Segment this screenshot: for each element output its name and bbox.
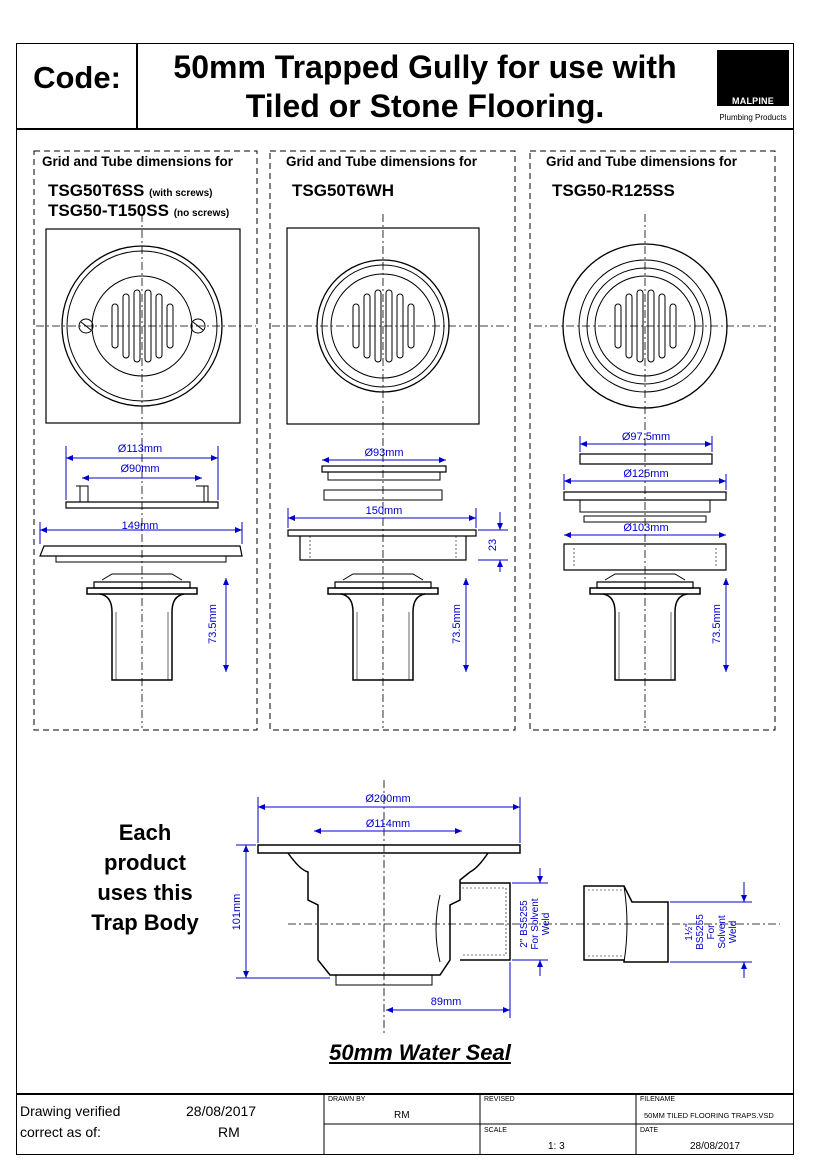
trap-caption: Each product uses this Trap Body <box>60 818 230 938</box>
code-label: Code: <box>33 60 121 95</box>
outlet2-line4: Solvent <box>717 915 728 949</box>
trap-dim-101: 101mm <box>231 894 243 931</box>
p2-dim-73: 73.5mm <box>451 604 463 644</box>
verified-date: 28/08/2017 <box>186 1103 257 1119</box>
outlet1-label: 2" BS5255 For Solvent Weld <box>519 898 552 949</box>
outlet1-line3: Weld <box>541 913 552 936</box>
title-line-2: Tiled or Stone Flooring. <box>245 88 605 124</box>
panel1-code2: TSG50-T150SS (no screws) <box>48 201 229 221</box>
outlet1-line2: For Solvent <box>530 898 541 949</box>
panel-boxes <box>33 150 776 731</box>
drawn-by-label: DRAWN BY <box>328 1096 366 1103</box>
p2-dim-23: 23 <box>487 539 499 551</box>
titleblock-divider <box>16 1093 794 1095</box>
panel2-side-view <box>287 465 477 681</box>
trap-body-drawing <box>257 844 669 986</box>
trap-caption-line4: Trap Body <box>91 910 199 935</box>
outlet2-line2: BS5255 <box>695 914 706 950</box>
code-divider <box>136 43 138 129</box>
outlet2-label: 1½" BS5255 For Solvent Weld <box>684 914 739 950</box>
verified-label-2: correct as of: <box>20 1124 101 1140</box>
panel3-side-view <box>563 453 727 681</box>
malpine-logo <box>717 50 789 106</box>
logo-tagline: Plumbing Products <box>719 113 787 122</box>
panel3-heading: Grid and Tube dimensions for <box>546 154 738 169</box>
outlet2-line3: For <box>706 924 717 940</box>
water-seal-label: 50mm Water Seal <box>329 1040 511 1065</box>
trap-caption-line1: Each <box>118 820 172 845</box>
title-block-grid <box>323 1093 794 1155</box>
outlet1-line1: 2" BS5255 <box>519 900 530 948</box>
panel1-heading: Grid and Tube dimensions for <box>42 154 234 169</box>
p3-dim-125: Ø125mm <box>623 468 668 480</box>
trap-dim-89: 89mm <box>431 996 462 1008</box>
p1-dim-90: Ø90mm <box>120 463 159 475</box>
panel2-code1: TSG50T6WH <box>292 181 395 200</box>
p3-dim-103: Ø103mm <box>623 522 668 534</box>
trap-caption-line3: uses this <box>97 880 193 905</box>
p1-dim-113: Ø113mm <box>118 443 162 455</box>
filename-label: FILENAME <box>640 1096 676 1103</box>
panel1-code1: TSG50T6SS (with screws) <box>48 181 212 201</box>
panel3-code1: TSG50-R125SS <box>552 181 675 200</box>
logo-name: MALPINE <box>732 96 774 106</box>
title-line-1: 50mm Trapped Gully for use with <box>173 49 677 85</box>
p3-dim-73: 73.5mm <box>711 604 723 644</box>
trap-dim-200: Ø200mm <box>365 793 410 805</box>
page-title: 50mm Trapped Gully for use with Tiled or… <box>140 48 710 126</box>
panel1-code2-note: (no screws) <box>173 208 230 219</box>
panel1-code1-note: (with screws) <box>149 188 213 199</box>
p2-dim-150: 150mm <box>366 505 403 517</box>
revised-label: REVISED <box>484 1096 515 1103</box>
verified-label-1: Drawing verified <box>20 1103 121 1119</box>
outlet2-line5: Weld <box>728 921 739 944</box>
panel1-side-view <box>39 485 243 681</box>
p1-dim-149: 149mm <box>122 520 159 532</box>
panel2-heading: Grid and Tube dimensions for <box>286 154 478 169</box>
panel1-code2-text: TSG50-T150SS <box>48 201 169 220</box>
scale-value: 1: 3 <box>548 1141 565 1152</box>
trap-caption-line2: product <box>104 850 186 875</box>
verified-by: RM <box>218 1124 240 1140</box>
drawing-frame <box>16 43 794 1155</box>
date-label: DATE <box>640 1127 659 1134</box>
drawn-by-value: RM <box>394 1110 410 1121</box>
scale-label: SCALE <box>484 1127 507 1134</box>
panel1-code1-text: TSG50T6SS <box>48 181 145 200</box>
outlet2-line1: 1½" <box>684 923 695 941</box>
trap-dim-114: Ø114mm <box>366 818 410 830</box>
p3-dim-97: Ø97.5mm <box>622 431 670 443</box>
p1-dim-73: 73.5mm <box>207 604 219 644</box>
p2-dim-93: Ø93mm <box>364 447 403 459</box>
filename-value: 50MM TILED FLOORING TRAPS.VSD <box>644 1111 774 1120</box>
header-divider <box>16 128 794 130</box>
date-value: 28/08/2017 <box>690 1141 741 1152</box>
